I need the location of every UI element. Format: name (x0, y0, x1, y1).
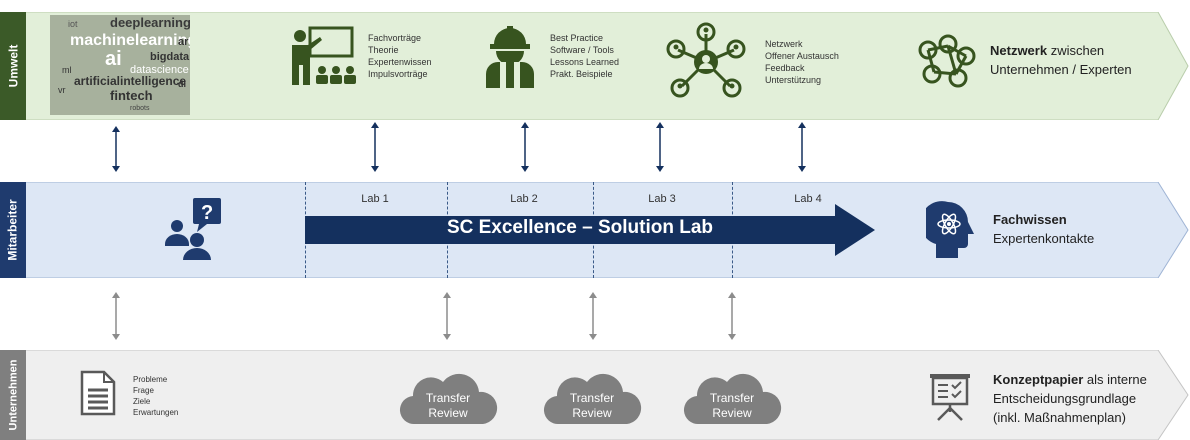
unternehmen-result-line3: (inkl. Maßnahmenplan) (993, 410, 1126, 425)
solution-lab-arrow (305, 204, 875, 256)
umwelt-block2-list: Best Practice Software / Tools Lessons L… (550, 32, 619, 80)
list-item: Offener Austausch (765, 51, 839, 61)
unternehmen-result-bold: Konzeptpapier (993, 372, 1084, 387)
wordcloud-word: dl (178, 79, 186, 89)
unternehmen-result-line2: Entscheidungsgrundlage (993, 391, 1137, 406)
list-item: Fachvorträge (368, 33, 422, 43)
question-people-icon: ? (163, 196, 225, 260)
list-item: Software / Tools (550, 45, 614, 55)
lab-label: Lab 1 (361, 193, 389, 205)
lab-label: Lab 3 (648, 193, 676, 205)
umwelt-side-label: Umwelt (6, 44, 20, 88)
double-arrow-icon (589, 292, 597, 340)
list-item: Frage (133, 386, 154, 395)
umwelt-block1-list: Fachvorträge Theorie Expertenwissen Impu… (368, 32, 432, 80)
umwelt-block3-list: Netzwerk Offener Austausch Feedback Unte… (765, 38, 839, 86)
double-arrow-icon (521, 122, 529, 172)
wordcloud-word: bigdata (150, 51, 190, 63)
list-item: Lessons Learned (550, 57, 620, 67)
unternehmen-side-label: Unternehmen (7, 359, 19, 431)
document-icon (80, 370, 116, 416)
cloud-icon (681, 368, 785, 428)
presenter-icon (288, 26, 358, 88)
double-arrow-icon (112, 292, 120, 340)
double-arrow-icon (656, 122, 664, 172)
list-item: Prakt. Beispiele (550, 69, 613, 79)
list-item: Best Practice (550, 33, 604, 43)
wordcloud-word: ai (105, 48, 122, 70)
presentation-board-icon (928, 372, 972, 422)
list-item: Netzwerk (765, 39, 803, 49)
network-hub-icon (664, 22, 748, 100)
wordcloud-word: ar (178, 36, 189, 48)
engineer-icon (482, 24, 538, 90)
double-arrow-icon (371, 122, 379, 172)
double-arrow-icon (728, 292, 736, 340)
svg-text:?: ? (201, 202, 213, 224)
wordcloud-word: fintech (110, 88, 153, 103)
list-item: Theorie (368, 45, 399, 55)
wordcloud-word: artificialintelligence (74, 74, 186, 88)
list-item: Erwartungen (133, 408, 179, 417)
cloud-icon (397, 368, 501, 428)
unternehmen-result-text: Konzeptpapier als interne Entscheidungsg… (993, 370, 1173, 427)
network-people-icon (916, 34, 976, 90)
unternehmen-doc-list: Probleme Frage Ziele Erwartungen (133, 374, 178, 418)
wordcloud-word: iot (68, 19, 78, 29)
list-item: Unterstützung (765, 75, 822, 85)
double-arrow-icon (798, 122, 806, 172)
mitarbeiter-result-line2: Expertenkontakte (993, 231, 1095, 246)
unternehmen-result-rest: als interne (1083, 372, 1147, 387)
cloud-icon (541, 368, 645, 428)
wordcloud-svg: deeplearning iot machinelearning ar ai b… (58, 15, 197, 112)
umwelt-result-line2: Unternehmen / Experten (990, 62, 1132, 77)
list-item: Probleme (133, 375, 168, 384)
mitarbeiter-result-text: Fachwissen Expertenkontakte (993, 210, 1143, 248)
double-arrow-icon (112, 126, 120, 172)
wordcloud-word: ml (62, 65, 72, 75)
wordcloud-word: datascience (130, 64, 189, 76)
wordcloud-word: machinelearning (70, 32, 190, 49)
wordcloud-word: vr (58, 85, 66, 95)
wordcloud-image: deeplearning iot machinelearning ar ai b… (50, 15, 197, 115)
wordcloud-word: robots (130, 105, 150, 112)
lab-label: Lab 2 (510, 193, 538, 205)
list-item: Ziele (133, 397, 151, 406)
umwelt-result-text: Netzwerk zwischen Unternehmen / Experten (990, 41, 1160, 79)
mitarbeiter-result-bold: Fachwissen (993, 212, 1067, 227)
lab-label: Lab 4 (794, 193, 822, 205)
list-item: Expertenwissen (368, 57, 432, 67)
double-arrow-icon (443, 292, 451, 340)
umwelt-result-rest: zwischen (1047, 43, 1105, 58)
wordcloud-word: deeplearning (110, 15, 190, 30)
brain-head-icon (920, 200, 978, 260)
mitarbeiter-side-label: Mitarbeiter (6, 199, 21, 261)
list-item: Feedback (765, 63, 805, 73)
umwelt-result-bold: Netzwerk (990, 43, 1048, 58)
list-item: Impulsvorträge (368, 69, 428, 79)
solution-lab-title: SC Excellence – Solution Lab (446, 217, 714, 238)
